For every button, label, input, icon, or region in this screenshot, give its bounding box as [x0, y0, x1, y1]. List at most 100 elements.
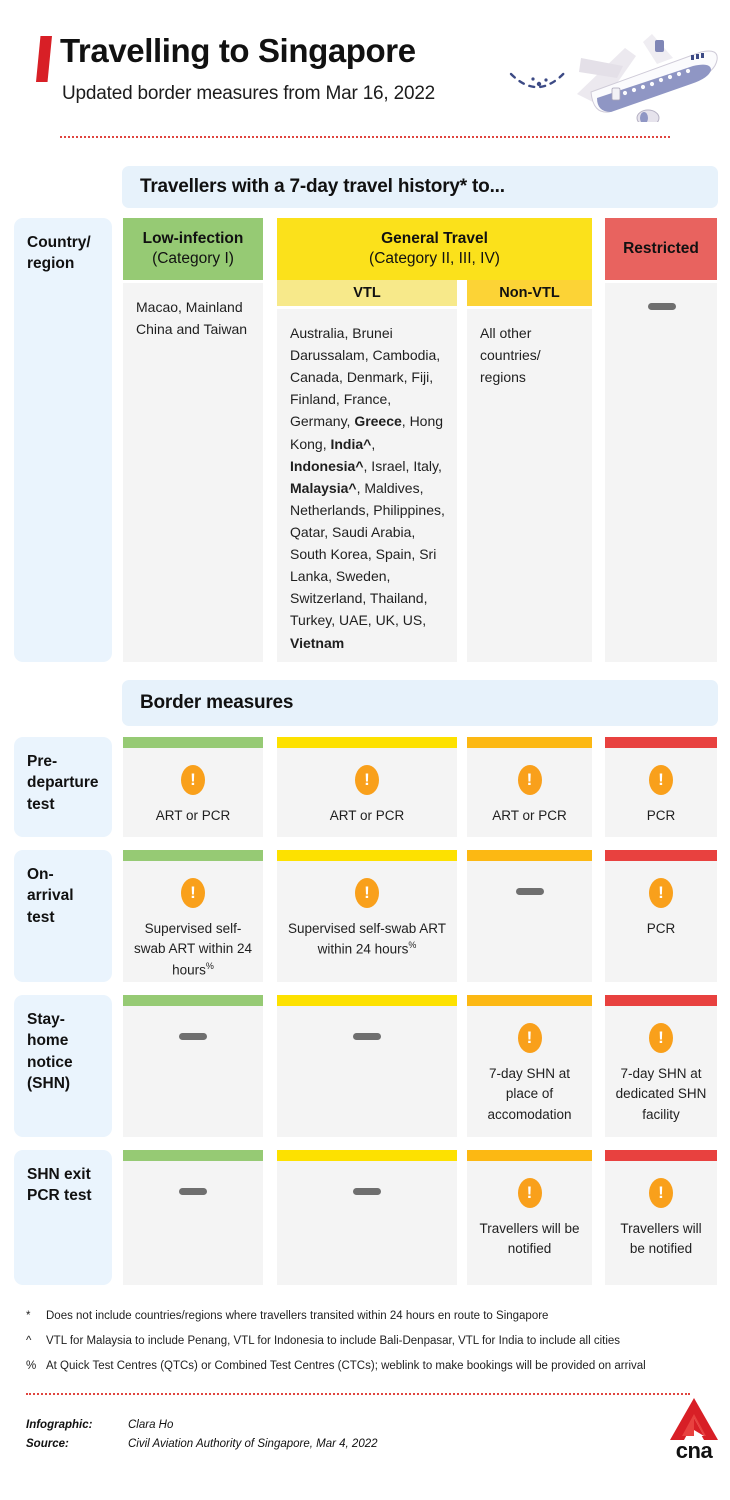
- credit-source-value: Civil Aviation Authority of Singapore, M…: [128, 1438, 378, 1450]
- footnote-mark: %: [26, 1360, 37, 1372]
- measure-cell-content: !Supervised self-swab ART within 24 hour…: [123, 861, 263, 982]
- measure-cell-color-bar: [277, 850, 457, 861]
- category-body-non-vtl: All other countries/ regions: [467, 309, 592, 662]
- exclamation-glyph: !: [526, 1182, 533, 1202]
- measure-cell-color-bar: [605, 1150, 717, 1161]
- measure-cell-color-bar: [277, 995, 457, 1006]
- alert-icon: !: [517, 1023, 542, 1053]
- row-label-line: arrival: [27, 887, 74, 905]
- row-label-line: On-: [27, 866, 54, 883]
- measure-cell-color-bar: [605, 737, 717, 748]
- measure-cell-text: Travellers will be notified: [479, 1221, 580, 1257]
- measure-cell-text: Travellers will be notified: [620, 1221, 702, 1257]
- measure-cell-content: ! Travellers will be notified: [605, 1161, 717, 1285]
- row-label-line: Pre-: [27, 753, 58, 770]
- alert-icon: !: [517, 765, 542, 795]
- measure-cell-content: ! 7-day SHN at dedicated SHN facility: [605, 1006, 717, 1137]
- measure-cell: ! Supervised self-swab ART within 24 hour…: [277, 850, 457, 982]
- airplane-icon: [505, 22, 723, 127]
- category-body-low-infection: Macao, Mainland China and Taiwan: [123, 283, 263, 662]
- measure-cell: [467, 850, 592, 982]
- measure-cell: ! 7-day SHN at dedicated SHN facility: [605, 995, 717, 1137]
- page-header: Travelling to Singapore Updated border m…: [0, 0, 730, 150]
- measure-cell-text: 7-day SHN at dedicated SHN facility: [615, 1066, 707, 1122]
- measure-cell-content: [277, 1161, 457, 1285]
- measure-cell-text: ART or PCR: [329, 808, 405, 823]
- row-label-line: test: [27, 908, 55, 926]
- footnote-asterisk: * Does not include countries/regions wher…: [26, 1310, 548, 1322]
- footnote-ref: %: [205, 960, 214, 971]
- exclamation-glyph: !: [190, 769, 196, 789]
- measure-cell-text: ART or PCR: [155, 808, 231, 823]
- measure-cell-content: !PCR: [605, 861, 717, 982]
- measure-cell-color-bar: [123, 850, 263, 861]
- measure-cell-color-bar: [123, 737, 263, 748]
- measure-cell-color-bar: [605, 850, 717, 861]
- footnote-mark: *: [26, 1310, 31, 1322]
- sub-header-vtl: VTL: [277, 280, 457, 306]
- page-title: Travelling to Singapore: [60, 32, 416, 69]
- footnote-caret: ^VTL for Malaysia to include Penang, VTL…: [26, 1335, 620, 1347]
- row-label-line: notice: [27, 1053, 73, 1071]
- measure-cell-text: PCR: [646, 808, 676, 823]
- category-body-vtl: Australia, Brunei Darussalam, Cambodia, …: [277, 309, 457, 662]
- measure-cell-color-bar: [123, 995, 263, 1006]
- measure-cell: ! Travellers will be notified: [467, 1150, 592, 1285]
- accent-slash-icon: [36, 36, 52, 82]
- measure-cell-text: Supervised self-swab ART within 24 hours…: [287, 921, 447, 957]
- exclamation-glyph: !: [658, 882, 664, 902]
- row-label-line: departure: [27, 774, 99, 792]
- measure-cell-content: [123, 1161, 263, 1285]
- dash-icon: [515, 888, 544, 895]
- alert-icon: !: [649, 765, 673, 795]
- credit-source-label: Source:: [26, 1438, 69, 1450]
- vtl-country-list: Australia, Brunei Darussalam, Cambodia, …: [290, 325, 445, 651]
- dash-icon: [353, 1188, 381, 1195]
- row-label-line: (SHN): [27, 1075, 71, 1093]
- measure-cell-text: 7-day SHN at place of accomodation: [487, 1066, 572, 1122]
- footnote-percent: %At Quick Test Centres (QTCs) or Combine…: [26, 1360, 646, 1372]
- alert-icon: !: [181, 878, 205, 908]
- measure-cell-content: ! Supervised self-swab ART within 24 hour…: [277, 861, 457, 982]
- exclamation-glyph: !: [364, 769, 370, 789]
- measure-cell-text: ART or PCR: [492, 808, 567, 823]
- cna-wordmark: cna: [675, 1438, 713, 1463]
- footer-divider: [26, 1393, 690, 1395]
- banner-border-measures: Border measures: [122, 680, 718, 726]
- category-header-general-travel: General Travel (Category II, III, IV): [277, 218, 592, 280]
- measure-cell: [277, 1150, 457, 1285]
- exclamation-glyph: !: [658, 769, 664, 789]
- alert-icon: !: [355, 878, 379, 908]
- row-label-line: PCR test: [27, 1187, 92, 1205]
- dash-icon: [647, 303, 676, 310]
- alert-icon: !: [517, 1178, 542, 1208]
- measure-cell-content: ! Travellers will be notified: [467, 1161, 592, 1285]
- measure-cell-content: ! PCR: [605, 748, 717, 837]
- alert-icon: !: [649, 1023, 673, 1053]
- measure-cell-color-bar: [123, 1150, 263, 1161]
- credit-infographic-label: Infographic:: [26, 1419, 93, 1431]
- measure-cell-color-bar: [277, 1150, 457, 1161]
- footnote-text: Does not include countries/regions where…: [46, 1310, 549, 1322]
- exclamation-glyph: !: [364, 882, 370, 902]
- measure-cell: [277, 995, 457, 1137]
- category-body-restricted: [605, 283, 717, 662]
- row-label-country-region: Country/ region: [14, 218, 112, 662]
- banner-travellers: Travellers with a 7-day travel history* …: [122, 166, 718, 208]
- dash-icon: [179, 1188, 207, 1195]
- category-header-restricted: Restricted: [605, 218, 717, 280]
- header-divider: [60, 136, 670, 138]
- measure-cell: [123, 995, 263, 1137]
- measure-cell-content: ! 7-day SHN at place of accomodation: [467, 1006, 592, 1137]
- alert-icon: !: [649, 1178, 673, 1208]
- measure-cell-content: [277, 1006, 457, 1137]
- row-label-line: SHN exit: [27, 1166, 91, 1183]
- dash-icon: [179, 1033, 207, 1040]
- measure-cell: !PCR: [605, 850, 717, 982]
- exclamation-glyph: !: [190, 882, 196, 902]
- measure-cell-content: [467, 861, 592, 982]
- measure-cell-color-bar: [605, 995, 717, 1006]
- measure-cell-content: ! ART or PCR: [277, 748, 457, 837]
